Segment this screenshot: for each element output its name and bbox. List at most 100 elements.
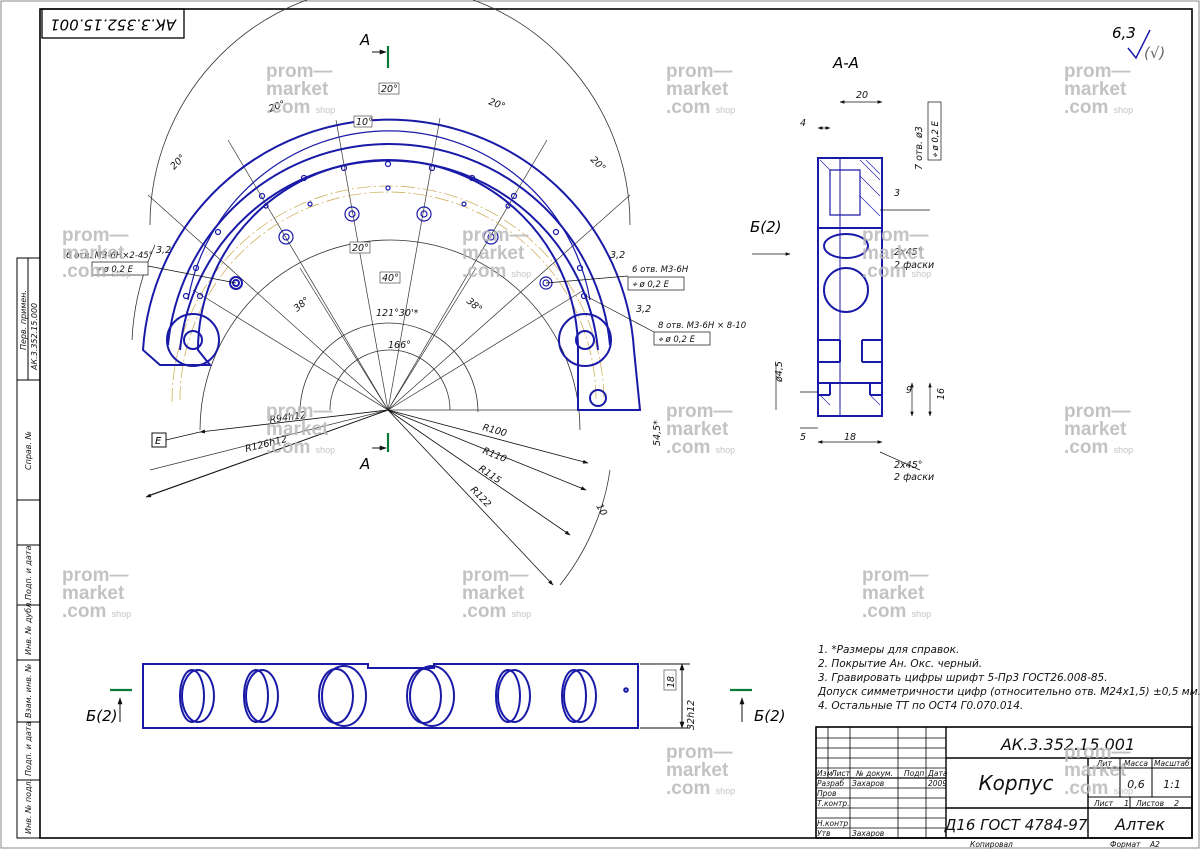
dim-aa-3: 3 [894, 188, 900, 199]
dim-aa-9: 9 [906, 385, 912, 396]
dim-angle-20-right: 20° [487, 96, 507, 112]
stamp-podp-data-1: Подп. и дата [24, 545, 33, 600]
dim-r110: R110 [481, 446, 508, 465]
datum-e: Е [151, 431, 201, 448]
tb-copied: Копировал [970, 840, 1013, 849]
dim-angle-20-far-right: 20° [588, 154, 608, 174]
callout-holes-left: 6 отв. М3-6Н×2-45° [66, 251, 153, 261]
tb-izm: Изм [817, 769, 833, 778]
dim-aa-chamfer-top-note: 2 фаски [894, 260, 934, 271]
dim-aa-4: 4 [800, 118, 806, 129]
callout-tol-aa: ⌖ ø 0,2 Е [931, 120, 941, 158]
dim-angle-166: 166° [388, 340, 411, 351]
dim-3-2-right-lower: 3,2 [636, 304, 651, 315]
dim-aa-chamfer-bottom-note: 2 фаски [894, 472, 934, 483]
dim-angle-40: 40° [382, 273, 399, 284]
stamp-podp-data-2: Подп. и дата [24, 721, 33, 776]
note-3: 3. Гравировать цифры шрифт 5-Пр3 ГОСТ26.… [818, 672, 1108, 684]
roughness-symbol: 6,3 (√) [1112, 24, 1165, 62]
tb-prov: Пров [817, 789, 836, 798]
callout-tol-right-1: ⌖ ø 0,2 Е [632, 280, 670, 290]
dim-3-2-right: 3,2 [610, 250, 625, 261]
roughness-rest: (√) [1144, 44, 1165, 62]
dim-angle-10: 10° [356, 117, 373, 128]
tb-list: Лист [830, 769, 851, 778]
title-block [815, 726, 1193, 839]
tb-sheet-value: 1 [1124, 799, 1129, 808]
dim-angle-121: 121°30'* [376, 308, 419, 319]
note-1: 1. *Размеры для справок. [818, 644, 959, 656]
inner-frame [39, 8, 1193, 839]
tb-tkontr: Т.контр. [817, 799, 850, 808]
tb-razrab-date: 2009 [928, 779, 947, 788]
section-a-top-label: А [359, 31, 370, 49]
callout-holes-6-m3: 6 отв. М3-6Н [632, 265, 689, 275]
dim-r126: R126h12 [244, 434, 288, 455]
dim-aa-18: 18 [844, 432, 856, 443]
tb-utv-name: Захаров [852, 829, 884, 838]
callout-holes-8-m3: 8 отв. М3-6Н × 8-10 [658, 321, 746, 331]
technical-notes: 1. *Размеры для справок. 2. Покрытие Ан.… [817, 644, 1200, 712]
tb-razrab-name: Захаров [852, 779, 884, 788]
dim-bottom-18: 18 [666, 676, 677, 688]
bottom-view: 18 32h12 Б(2) Б(2) [86, 663, 786, 730]
dim-bottom-32: 32h12 [686, 700, 697, 730]
stamp-perv-value: АК.3.352.15.000 [30, 303, 39, 371]
dim-aa-4-5: ø4,5 [774, 361, 785, 383]
tb-sheets-label: Листов [1135, 799, 1164, 808]
dim-aa-20: 20 [856, 90, 868, 101]
tb-podp: Подп [904, 769, 924, 778]
tb-massa: Масса [1124, 759, 1148, 768]
tb-format-label: Формат [1110, 840, 1141, 849]
stamp-inv-dubl: Инв. № дубл. [24, 600, 33, 655]
dim-r115: R115 [476, 463, 503, 486]
dim-54-5: 54,5* [652, 420, 663, 446]
note-4: 4. Остальные ТТ по ОСТ4 Г0.070.014. [818, 700, 1023, 712]
tb-sheets-value: 2 [1174, 799, 1179, 808]
section-aa-view: А-А [750, 54, 947, 483]
tb-designation: АК.3.352.15.001 [1000, 735, 1135, 754]
dim-10: 10 [593, 502, 609, 518]
dim-angle-38-right: 38° [464, 296, 484, 315]
dim-angle-20-inner: 20° [352, 243, 369, 254]
view-b-side-label: Б(2) [750, 218, 782, 236]
datum-e-label: Е [155, 436, 162, 447]
section-aa-label: А-А [832, 54, 859, 72]
stamp-inv-podl: Инв. № подл. [24, 779, 33, 834]
dim-angle-20-left: 20° [267, 99, 287, 115]
tb-masshtab-value: 1:1 [1163, 778, 1181, 791]
stamp-perv-primen: Перв. примен. [19, 290, 28, 350]
dim-angle-38-left: 38° [292, 295, 312, 314]
tb-masshtab: Масштаб [1154, 759, 1190, 768]
view-b-bottom-right-label: Б(2) [754, 707, 786, 725]
dim-r94: R94h12 [269, 410, 307, 426]
callout-tol-right-2: ⌖ ø 0,2 Е [658, 335, 696, 345]
tb-razrab: Разраб [817, 779, 844, 788]
tb-title: Корпус [978, 771, 1053, 795]
tb-utv: Утв [817, 829, 830, 838]
tb-massa-value: 0,6 [1127, 778, 1145, 791]
designation-mirrored-text: АК.3.352.15.001 [50, 16, 177, 34]
section-a-bottom-label: А [359, 455, 370, 473]
tb-material: Д16 ГОСТ 4784-97 [944, 816, 1088, 834]
stamp-vzam-inv: Взам. инв. № [24, 664, 33, 718]
roughness-value: 6,3 [1112, 24, 1136, 42]
tb-company: Алтек [1114, 815, 1165, 834]
tb-format-value: А2 [1149, 840, 1160, 849]
tb-data: Дата [927, 769, 948, 778]
main-view: А А 20° 20° 20° 20° 20° 10° 20° 40° 38° … [66, 0, 746, 586]
tb-doc-no: № докум. [855, 769, 893, 778]
note-2: 2. Покрытие Ан. Окс. черный. [818, 658, 982, 670]
tol-frame-aa: ⌖ ø 0,2 Е [927, 101, 942, 161]
note-3-cont: Допуск симметричности цифр (относительно… [817, 686, 1200, 698]
dim-angle-20-far-left: 20° [168, 152, 188, 172]
dim-angle-20-top: 20° [381, 84, 398, 95]
dim-aa-chamfer-top: 2х45° [894, 247, 923, 258]
view-b-bottom-left-label: Б(2) [86, 707, 118, 725]
tb-sheet-label: Лист [1093, 799, 1114, 808]
mirrored-designation: АК.3.352.15.001 [41, 8, 185, 39]
side-stamp [16, 257, 41, 839]
stamp-sprav: Справ. № [24, 431, 33, 470]
